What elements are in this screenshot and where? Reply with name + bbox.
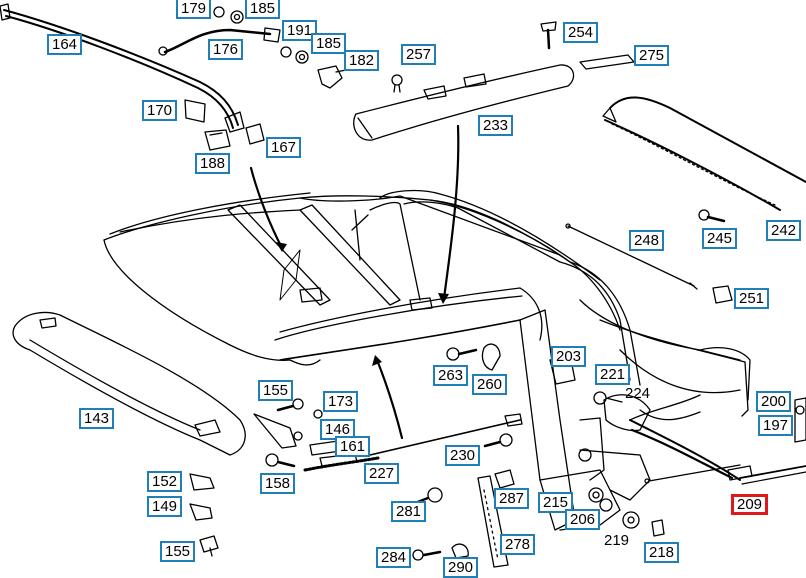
part-155-screw-bottom (199, 535, 219, 557)
callout-143[interactable]: 143 (79, 408, 115, 429)
callout-206[interactable]: 206 (565, 509, 601, 530)
part-143-rear-panel (12, 311, 246, 456)
part-200-197-fitting (794, 397, 806, 443)
part-275-pad (579, 54, 635, 70)
callout-218[interactable]: 218 (644, 542, 680, 563)
callout-254[interactable]: 254 (563, 22, 599, 43)
callout-188[interactable]: 188 (195, 153, 231, 174)
callout-219[interactable]: 219 (604, 532, 630, 549)
callout-260[interactable]: 260 (472, 374, 508, 395)
callout-251[interactable]: 251 (734, 288, 770, 309)
part-170-clip (184, 99, 206, 123)
callout-263[interactable]: 263 (433, 365, 469, 386)
part-245-screw (698, 209, 726, 223)
part-173-washer (313, 409, 323, 419)
callout-146[interactable]: 146 (320, 419, 356, 440)
part-182-plug (317, 65, 347, 89)
callout-203[interactable]: 203 (551, 346, 587, 367)
callout-170[interactable]: 170 (142, 100, 178, 121)
part-209-bracket (727, 465, 806, 485)
callout-185-second[interactable]: 185 (311, 33, 347, 54)
callout-257[interactable]: 257 (401, 44, 437, 65)
part-224-rod (629, 419, 741, 484)
callout-152[interactable]: 152 (147, 471, 183, 492)
callout-221[interactable]: 221 (595, 364, 631, 385)
part-263-bolt (446, 347, 478, 361)
callout-167[interactable]: 167 (266, 137, 302, 158)
part-176-strap (158, 27, 281, 56)
leader-arrows (249, 124, 734, 480)
callout-182[interactable]: 182 (344, 50, 380, 71)
part-230-bolt (483, 433, 513, 448)
soft-top-frame (103, 189, 751, 432)
callout-242[interactable]: 242 (766, 220, 802, 241)
part-158-bolt (265, 453, 296, 468)
callout-248[interactable]: 248 (629, 230, 665, 251)
part-233-cover-panel (353, 64, 575, 141)
callout-155[interactable]: 155 (258, 380, 294, 401)
part-227-rod (303, 413, 523, 472)
callout-191[interactable]: 191 (282, 20, 318, 41)
part-155-screw-top (276, 398, 304, 412)
callout-209-highlighted[interactable]: 209 (731, 494, 769, 515)
part-146-bracket (253, 413, 303, 449)
part-257-screw (391, 74, 403, 93)
callout-179[interactable]: 179 (176, 0, 212, 19)
part-152-clip (189, 473, 215, 491)
callout-227[interactable]: 227 (364, 463, 400, 484)
part-167-block (245, 123, 265, 145)
part-242-rail (602, 96, 806, 211)
callout-245[interactable]: 245 (702, 228, 738, 249)
callout-284[interactable]: 284 (376, 547, 412, 568)
callout-287[interactable]: 287 (494, 488, 530, 509)
callout-215[interactable]: 215 (538, 492, 574, 513)
arrowheads (276, 242, 449, 366)
callout-158[interactable]: 158 (260, 473, 296, 494)
part-164-rail (0, 3, 245, 133)
part-218-clip (651, 519, 665, 537)
part-206-nut (599, 498, 613, 512)
part-260-wedge (481, 343, 501, 371)
callout-290[interactable]: 290 (443, 557, 479, 578)
part-287-nut (494, 469, 515, 489)
part-248-cable (565, 223, 698, 290)
callout-173[interactable]: 173 (323, 391, 359, 412)
callout-281[interactable]: 281 (391, 501, 427, 522)
part-149-clip (189, 503, 213, 521)
part-179-185-washers (213, 6, 309, 64)
part-251-block (712, 285, 733, 304)
callout-278[interactable]: 278 (500, 534, 536, 555)
part-188-bracket (204, 129, 231, 151)
part-254-screw (540, 21, 557, 50)
callout-224[interactable]: 224 (625, 385, 651, 402)
callout-200[interactable]: 200 (756, 391, 792, 412)
callout-233[interactable]: 233 (478, 115, 514, 136)
callout-230[interactable]: 230 (445, 445, 481, 466)
callout-149[interactable]: 149 (147, 496, 183, 517)
callout-185[interactable]: 185 (245, 0, 281, 19)
part-284-bolt (412, 549, 442, 561)
part-290-cap (451, 543, 469, 559)
callout-176[interactable]: 176 (208, 39, 244, 60)
callout-161[interactable]: 161 (335, 436, 371, 457)
callout-197[interactable]: 197 (758, 415, 794, 436)
part-219-washer (622, 511, 640, 529)
part-278-strap (477, 475, 509, 568)
callout-275[interactable]: 275 (634, 45, 670, 66)
callout-164[interactable]: 164 (47, 34, 83, 55)
callout-155-bottom[interactable]: 155 (160, 541, 196, 562)
